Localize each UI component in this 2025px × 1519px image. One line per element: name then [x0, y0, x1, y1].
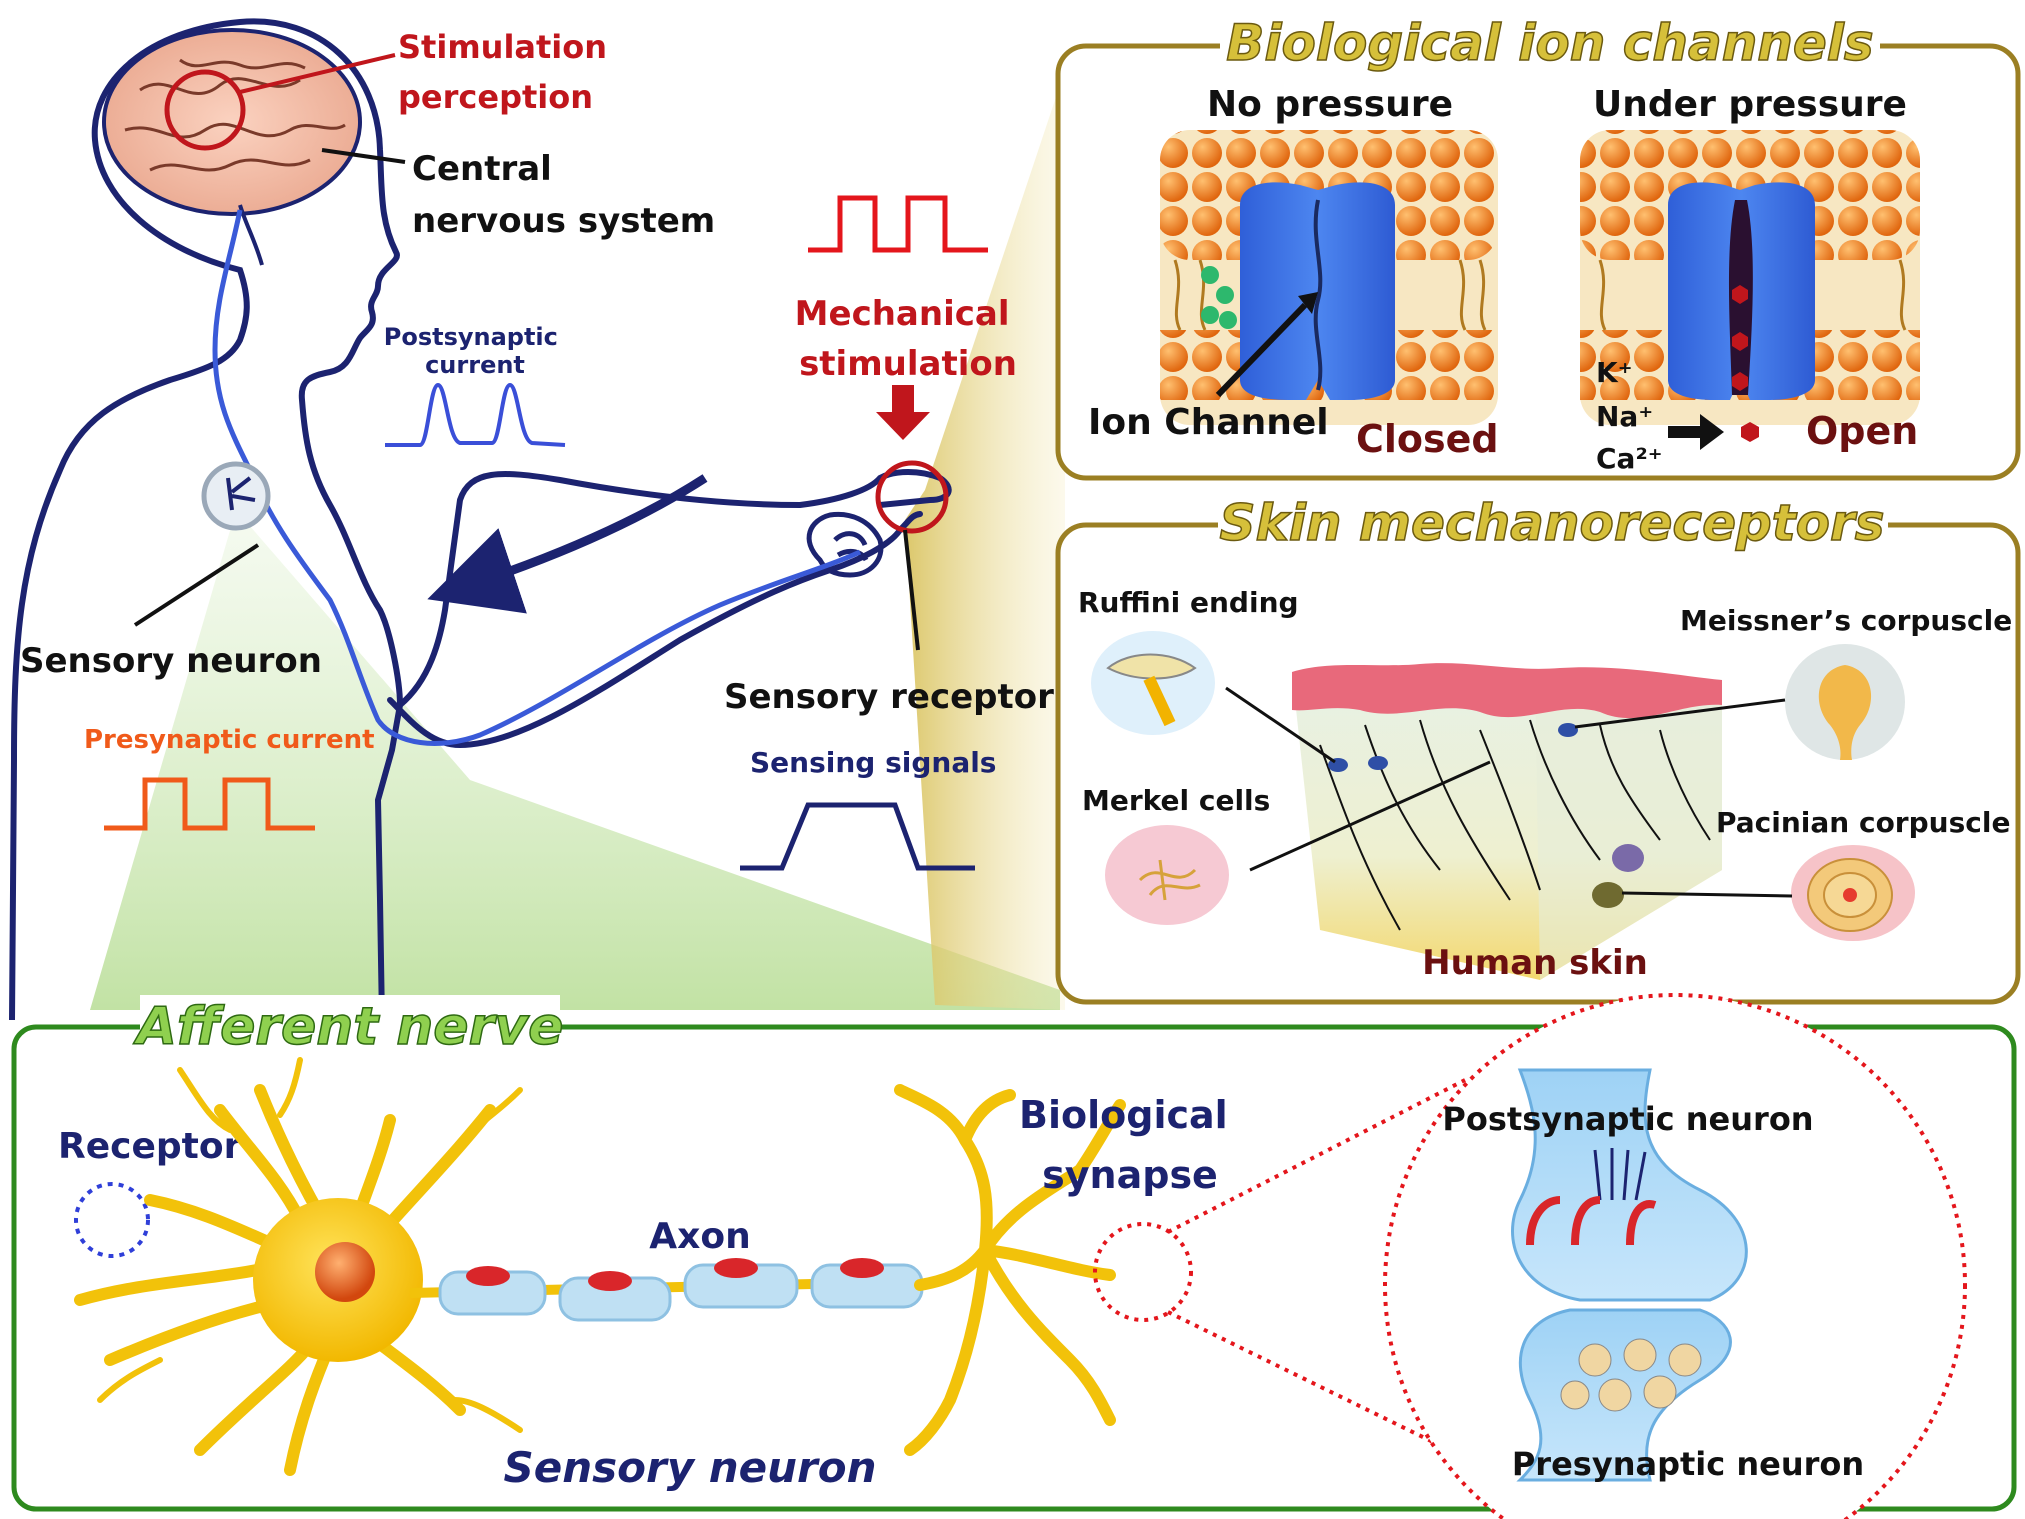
ion-channel-label: Ion Channel — [1088, 402, 1329, 443]
mechanical-arrow — [876, 385, 930, 440]
presynaptic-current-wave — [104, 777, 315, 831]
mechanical-stimulation-wave — [808, 195, 988, 253]
neuron — [74, 1057, 1126, 1476]
sensory-neuron-title: Sensory neuron — [504, 1443, 877, 1492]
cns-leader — [321, 148, 406, 164]
ion-channel-arrow — [1215, 302, 1308, 398]
postsynaptic-current-wave — [385, 382, 566, 447]
gold-beam — [905, 70, 1065, 1010]
sensory-receptor-leader — [903, 529, 920, 651]
synapse-drawing — [1511, 1068, 1748, 1482]
no-pressure-label: No pressure — [1207, 84, 1453, 125]
central-nervous-system-label: Central nervous system — [412, 149, 715, 241]
ion-list: K⁺ Na⁺ Ca²⁺ — [1596, 356, 1663, 475]
mechanoreceptor-title: Skin mechanoreceptors — [1220, 494, 1885, 552]
ruffini-inset — [1091, 631, 1215, 735]
receptor-label: Receptor — [58, 1126, 242, 1167]
myelin-sheaths — [438, 1258, 924, 1322]
ruffini-label: Ruffini ending — [1078, 586, 1299, 619]
stimulation-leader — [239, 53, 396, 94]
receptor-circle — [74, 1182, 150, 1258]
brain — [102, 28, 362, 266]
body-scene: Stimulation perception Central nervous s… — [9, 18, 1065, 1021]
sensory-receptor-label: Sensory receptor — [724, 677, 1054, 717]
sensing-signals-wave — [740, 802, 975, 871]
sensing-signals-label: Sensing signals — [750, 746, 996, 779]
axon-label: Axon — [649, 1216, 750, 1257]
biological-synapse-label: Biological synapse — [1019, 1093, 1241, 1197]
synapse-glyph — [226, 476, 256, 511]
closed-channel-image — [1160, 130, 1498, 425]
sensory-neuron-label: Sensory neuron — [20, 641, 322, 681]
meissner-label: Meissner’s corpuscle — [1680, 604, 2012, 637]
mechanoreceptor-panel: Skin mechanoreceptors Human skin Ruffini… — [1055, 493, 2021, 1005]
presynaptic-neuron-label: Presynaptic neuron — [1512, 1445, 1864, 1483]
merkel-inset — [1105, 825, 1229, 925]
ion-glyph — [1741, 422, 1759, 442]
synapse-small-circle — [1093, 1222, 1193, 1322]
stimulation-perception-label: Stimulation perception — [398, 28, 618, 116]
postsynaptic-neuron-label: Postsynaptic neuron — [1442, 1100, 1813, 1138]
sensory-neuron-leader — [133, 543, 260, 627]
ruffini-leader — [1225, 686, 1336, 764]
ion-channel-title: Biological ion channels — [1226, 14, 1873, 72]
stimulation-perception-circle — [164, 69, 246, 151]
presynaptic-current-label: Presynaptic current — [84, 725, 375, 755]
pacinian-label: Pacinian corpuscle — [1716, 806, 2010, 839]
afferent-arrow — [427, 474, 708, 614]
green-beam — [90, 510, 1060, 1010]
sensory-receptor-circle — [875, 460, 949, 534]
afferent-title: Afferent nerve — [133, 997, 564, 1057]
open-label: Open — [1806, 409, 1918, 453]
mechanical-stimulation-label: Mechanical stimulation — [795, 294, 1022, 384]
human-silhouette — [9, 18, 404, 1021]
human-skin-label: Human skin — [1422, 943, 1648, 983]
skin-block — [1292, 663, 1722, 980]
ion-channel-panel: Biological ion channels No pressure Unde… — [1055, 13, 2021, 481]
meissner-leader — [1574, 698, 1786, 729]
pacinian-inset — [1791, 845, 1915, 941]
neural-pathway — [212, 209, 862, 746]
open-channel-image — [1580, 130, 1920, 425]
under-pressure-label: Under pressure — [1593, 84, 1907, 125]
pacinian-leader — [1621, 891, 1793, 898]
closed-label: Closed — [1356, 417, 1499, 461]
merkel-label: Merkel cells — [1082, 784, 1270, 817]
meissner-inset — [1785, 644, 1905, 760]
postsynaptic-current-label: Postsynaptic current — [384, 323, 567, 379]
merkel-leader — [1249, 760, 1491, 872]
ion-flow-arrow — [1668, 414, 1724, 450]
afferent-panel: Afferent nerve Receptor — [11, 993, 2017, 1519]
